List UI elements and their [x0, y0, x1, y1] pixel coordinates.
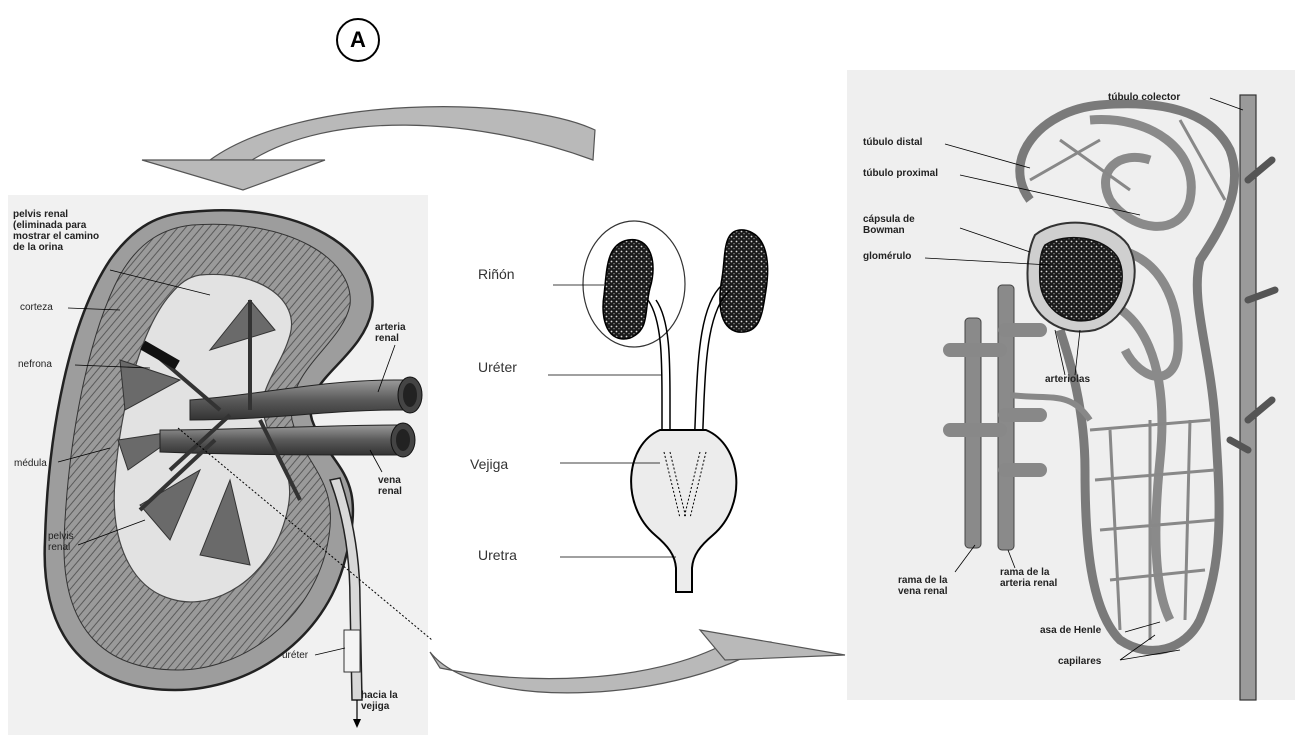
label-arteriolas: arteriolas	[1045, 374, 1090, 385]
label-rama-arteria: rama de la arteria renal	[1000, 567, 1057, 589]
label-nefrona: nefrona	[18, 359, 52, 370]
label-corteza: corteza	[20, 302, 53, 313]
label-uretra: Uretra	[478, 547, 517, 563]
nephron-diagram	[847, 70, 1295, 700]
label-tubulo-proximal: túbulo proximal	[863, 168, 938, 179]
label-ureter-kidney: uréter	[282, 650, 308, 661]
label-rama-vena: rama de la vena renal	[898, 575, 947, 597]
label-asa-henle: asa de Henle	[1040, 625, 1101, 636]
label-pelvis-removed: pelvis renal (eliminada para mostrar el …	[13, 209, 99, 253]
label-hacia-vejiga: hacia la vejiga	[361, 690, 398, 712]
label-vejiga: Vejiga	[470, 456, 508, 472]
kidney-cross-section	[8, 195, 432, 735]
label-capilares: capilares	[1058, 656, 1101, 667]
label-tubulo-colector: túbulo colector	[1108, 92, 1180, 103]
label-pelvis-renal: pelvis renal	[48, 531, 74, 553]
curved-arrow-bottom	[430, 630, 845, 693]
label-medula: médula	[14, 458, 47, 469]
urinary-system	[548, 221, 768, 592]
label-glomerulo: glomérulo	[863, 251, 911, 262]
label-rinon: Riñón	[478, 266, 515, 282]
curved-arrow-top	[142, 107, 595, 190]
label-vena-renal: vena renal	[378, 475, 402, 497]
label-tubulo-distal: túbulo distal	[863, 137, 922, 148]
label-arteria-renal: arteria renal	[375, 322, 406, 344]
label-capsula-bowman: cápsula de Bowman	[863, 214, 915, 236]
label-ureter: Uréter	[478, 359, 517, 375]
